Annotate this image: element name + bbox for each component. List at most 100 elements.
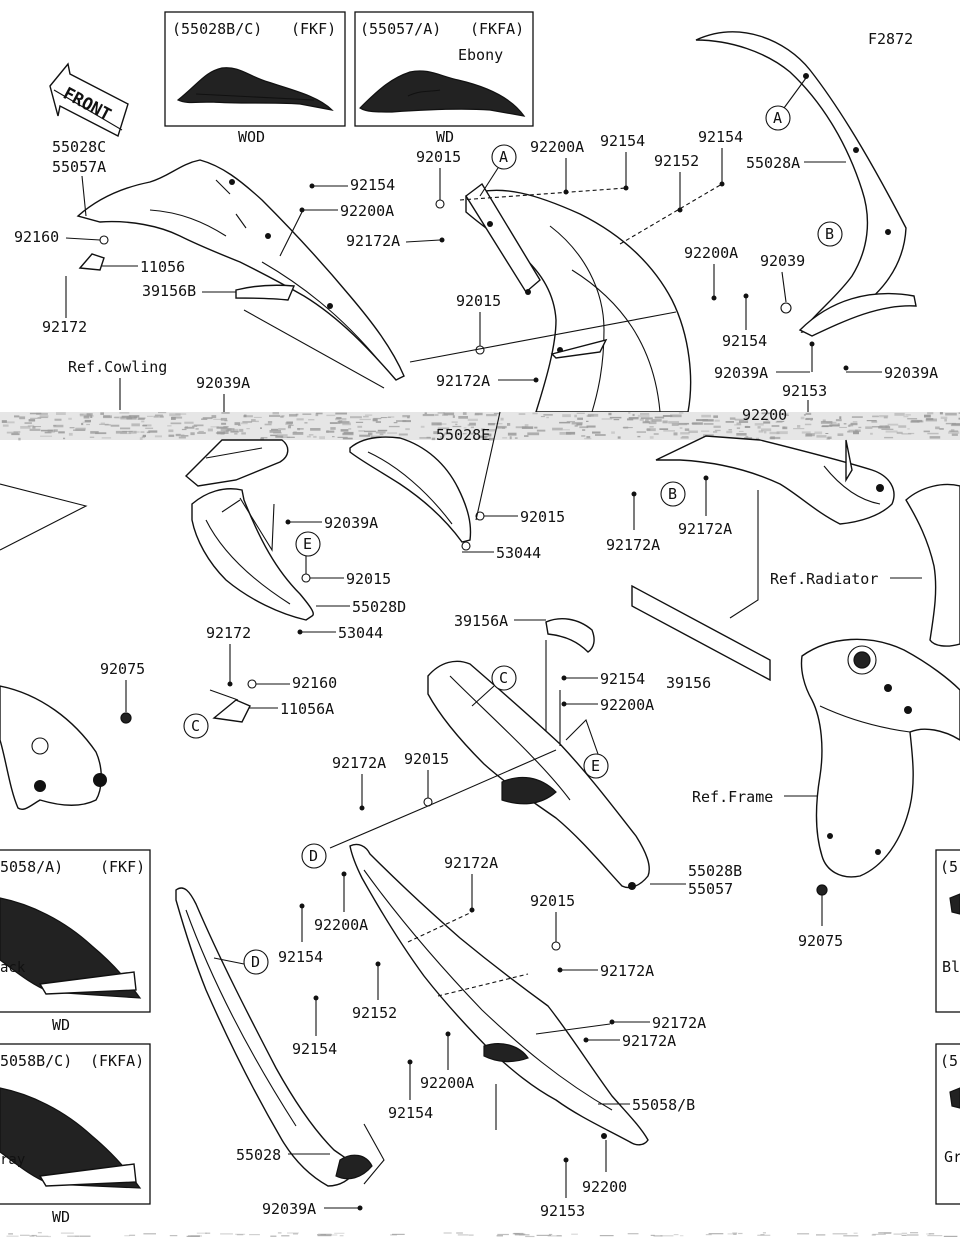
inset-fkf-top: (55028B/C) (FKF) WOD	[164, 11, 346, 146]
inset-fkf-left-note: ack	[0, 960, 26, 976]
label-92160-b: 92160	[292, 674, 337, 692]
label-92172A-b: 92172A	[436, 372, 490, 390]
inset-fkfa-left: 5058B/C) (FKFA) ray WD	[0, 1043, 151, 1226]
label-11056: 11056	[140, 258, 185, 276]
label-92200A-e: 92200A	[314, 916, 368, 934]
label-92200-partial: 92200	[742, 406, 787, 424]
label-55058B: 55058/B	[632, 1096, 695, 1114]
callout-c-left-text: C	[191, 717, 200, 735]
label-92172A-g: 92172A	[600, 962, 654, 980]
inset-fkfa-left-note: ray	[0, 1152, 25, 1168]
label-55057: 55057	[688, 880, 733, 898]
label-53044-a: 53044	[338, 624, 383, 642]
label-55057A: 55057A	[52, 158, 106, 176]
callout-e-left	[295, 531, 321, 557]
label-55028: 55028	[236, 1146, 281, 1164]
label-92039A-b: 92039A	[884, 364, 938, 382]
inset-right-1-code: (5	[940, 858, 958, 876]
label-92154-c: 92154	[698, 128, 743, 146]
inset-right-1-note: Bl	[942, 958, 960, 976]
right-stay	[695, 31, 917, 337]
callout-d-mid	[301, 843, 327, 869]
label-92075-b: 92075	[798, 932, 843, 950]
label-55028B: 55028B	[688, 862, 742, 880]
label-92160-upper: 92160	[14, 228, 59, 246]
label-92039A-d: 92039A	[324, 514, 378, 532]
label-92200A-a: 92200A	[340, 202, 394, 220]
label-92015-f: 92015	[530, 892, 575, 910]
lower-left-duct	[191, 488, 314, 621]
callout-b-mid-text: B	[668, 485, 677, 503]
front-arrow-icon: FRONT	[49, 62, 129, 138]
label-92200A-c: 92200A	[684, 244, 738, 262]
label-92154-a: 92154	[350, 176, 395, 194]
inset-right-1: (5 Bl	[935, 849, 960, 1013]
label-92172A-a: 92172A	[346, 232, 400, 250]
label-92015-d: 92015	[520, 508, 565, 526]
inset-fkf-left-code: 5058/A)	[0, 858, 63, 876]
label-92152-a: 92152	[654, 152, 699, 170]
label-39156B: 39156B	[142, 282, 196, 300]
inset-fkf-left-color: WD	[52, 1016, 70, 1034]
inset-fkfa-top-color: WD	[436, 128, 454, 146]
left-bracket	[184, 439, 289, 487]
under-cowl	[175, 887, 373, 1187]
label-92015-e: 92015	[404, 750, 449, 768]
callout-d-mid-text: D	[309, 847, 318, 865]
callout-b-mid	[660, 481, 686, 507]
label-55028E: 55028E	[436, 426, 490, 444]
label-92154-h: 92154	[388, 1104, 433, 1122]
inset-right-2-code: (5	[940, 1052, 958, 1070]
tape-39156	[631, 584, 771, 682]
callout-d-low-text: D	[251, 953, 260, 971]
label-92154-d: 92154	[722, 332, 767, 350]
ref-cowling: Ref.Cowling	[68, 358, 167, 376]
label-92172-b: 92172	[206, 624, 251, 642]
label-92172A-d: 92172A	[678, 520, 732, 538]
label-39156A: 39156A	[454, 612, 508, 630]
callout-c-mid	[491, 665, 517, 691]
label-92039A-c: 92039A	[196, 374, 250, 392]
bottom-scan-noise	[6, 1232, 958, 1238]
callout-e-mid	[583, 753, 609, 779]
inset-fkfa-top: (55057/A) (FKFA) Ebony WD	[354, 11, 534, 146]
inset-fkfa-left-color: WD	[52, 1208, 70, 1226]
figure-code: F2872	[868, 30, 913, 48]
callout-a-center-text: A	[499, 148, 508, 166]
inset-fkf-top-variant: (FKF)	[291, 20, 336, 38]
label-92039-a: 92039	[760, 252, 805, 270]
callout-a-right	[765, 105, 791, 131]
upper-center-panel	[465, 182, 692, 413]
label-92172A-h: 92172A	[652, 1014, 706, 1032]
label-53044-b: 53044	[496, 544, 541, 562]
inset-fkf-top-color: WOD	[238, 128, 265, 146]
label-92015-c: 92015	[346, 570, 391, 588]
inset-fkfa-left-variant: (FKFA)	[90, 1052, 144, 1070]
label-92154-b: 92154	[600, 132, 645, 150]
label-92200-a: 92200	[582, 1178, 627, 1196]
inset-fkfa-top-code: (55057/A)	[360, 20, 441, 38]
label-92152-b: 92152	[352, 1004, 397, 1022]
inset-right-2: (5 Gr	[935, 1043, 960, 1205]
label-92153-b: 92153	[540, 1202, 585, 1220]
label-92200A-d: 92200A	[600, 696, 654, 714]
label-92039A-a: 92039A	[714, 364, 768, 382]
scan-noise-band	[0, 412, 960, 441]
ref-radiator: Ref.Radiator	[770, 570, 878, 588]
label-92154-f: 92154	[278, 948, 323, 966]
label-92154-g: 92154	[292, 1040, 337, 1058]
label-11056A: 11056A	[280, 700, 334, 718]
inset-fkf-left-variant: (FKF)	[100, 858, 145, 876]
label-92015-a: 92015	[416, 148, 461, 166]
label-92154-e: 92154	[600, 670, 645, 688]
lower-cowl	[349, 843, 649, 1146]
inset-fkfa-top-variant: (FKFA)	[470, 20, 524, 38]
label-92172A-c: 92172A	[606, 536, 660, 554]
callout-e-left-text: E	[303, 535, 312, 553]
inset-right-2-note: Gr	[944, 1148, 960, 1166]
label-92172A-f: 92172A	[444, 854, 498, 872]
label-92153-a: 92153	[782, 382, 827, 400]
label-55028C: 55028C	[52, 138, 106, 156]
inset-fkf-left: 5058/A) (FKF) ack WD	[0, 849, 151, 1034]
